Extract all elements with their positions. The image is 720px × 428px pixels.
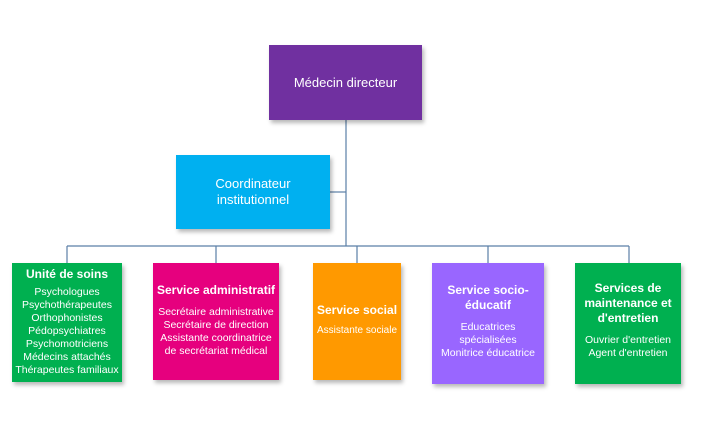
coordinator-box: Coordinateur institutionnel xyxy=(176,155,330,229)
dept-item: Agent d'entretien xyxy=(588,347,668,359)
dept-item: Educatrices spécialisées xyxy=(459,321,517,346)
dept-title: Service administratif xyxy=(156,283,276,297)
dept-item: Psychothérapeutes xyxy=(22,299,112,311)
dept-item: Pédopsychiatres xyxy=(28,325,106,337)
director-label: Médecin directeur xyxy=(293,75,398,90)
dept-item: Ouvrier d'entretien xyxy=(584,334,672,346)
dept-item: Secrétaire de direction xyxy=(163,319,269,331)
dept-box-services-maintenance: Services de maintenance et d'entretien O… xyxy=(575,263,681,384)
dept-title: Service socio-éducatif xyxy=(447,283,529,312)
dept-title: Services de maintenance et d'entretien xyxy=(584,281,672,325)
dept-item: Secrétaire administrative xyxy=(158,306,274,318)
dept-item: Assistante coordinatrice de secrétariat … xyxy=(160,332,272,357)
dept-title: Service social xyxy=(316,303,398,317)
coordinator-label: Coordinateur institutionnel xyxy=(215,176,291,207)
dept-title: Unité de soins xyxy=(25,267,108,281)
dept-box-unite-de-soins: Unité de soins Psychologues Psychothérap… xyxy=(12,263,122,382)
dept-item: Thérapeutes familiaux xyxy=(15,364,119,376)
dept-item: Médecins attachés xyxy=(23,351,111,363)
dept-item: Monitrice éducatrice xyxy=(441,347,535,359)
dept-item: Psychologues xyxy=(34,286,100,298)
dept-item: Psychomotriciens xyxy=(25,338,109,350)
dept-item: Orthophonistes xyxy=(31,312,103,324)
dept-box-service-social: Service social Assistante sociale xyxy=(313,263,401,380)
dept-item: Assistante sociale xyxy=(316,325,398,336)
dept-box-service-administratif: Service administratif Secrétaire adminis… xyxy=(153,263,279,380)
director-box: Médecin directeur xyxy=(269,45,422,120)
dept-box-service-socio-educatif: Service socio-éducatif Educatrices spéci… xyxy=(432,263,544,384)
